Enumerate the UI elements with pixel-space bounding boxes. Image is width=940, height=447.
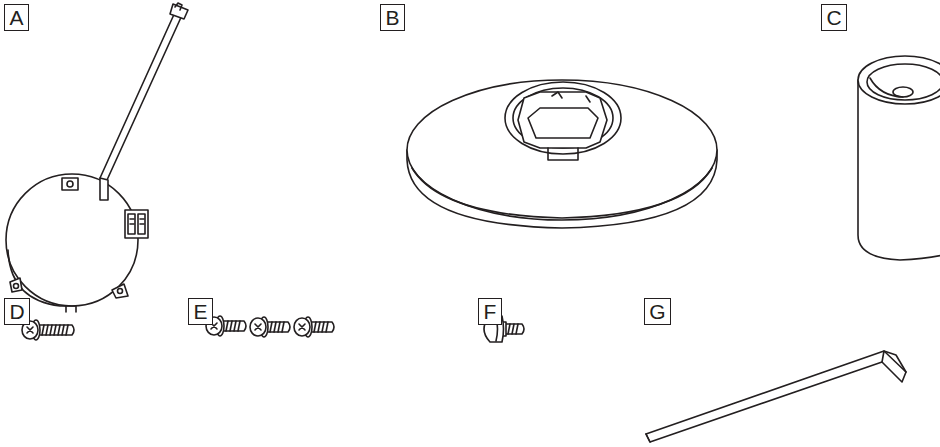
canopy-plate-with-rod	[6, 3, 188, 312]
part-letter: A	[9, 7, 23, 28]
cylinder-spacer	[858, 56, 940, 260]
part-letter-box: F	[478, 298, 502, 325]
part-letter-box: D	[4, 298, 30, 325]
part-letter-box: E	[188, 298, 213, 325]
part-letter-box: A	[4, 4, 29, 31]
cover-ring	[407, 80, 717, 228]
screw	[250, 317, 290, 337]
screw	[294, 317, 334, 337]
part-letter: B	[385, 7, 399, 28]
part-letter-box: C	[821, 4, 847, 31]
hex-key	[646, 351, 906, 442]
part-letter: D	[9, 301, 24, 322]
part-letter-box: B	[380, 4, 405, 31]
part-letter: C	[826, 7, 841, 28]
part-letter: E	[193, 301, 207, 322]
part-letter: G	[649, 301, 665, 322]
part-letter: F	[484, 301, 497, 322]
part-letter-box: G	[644, 298, 671, 325]
